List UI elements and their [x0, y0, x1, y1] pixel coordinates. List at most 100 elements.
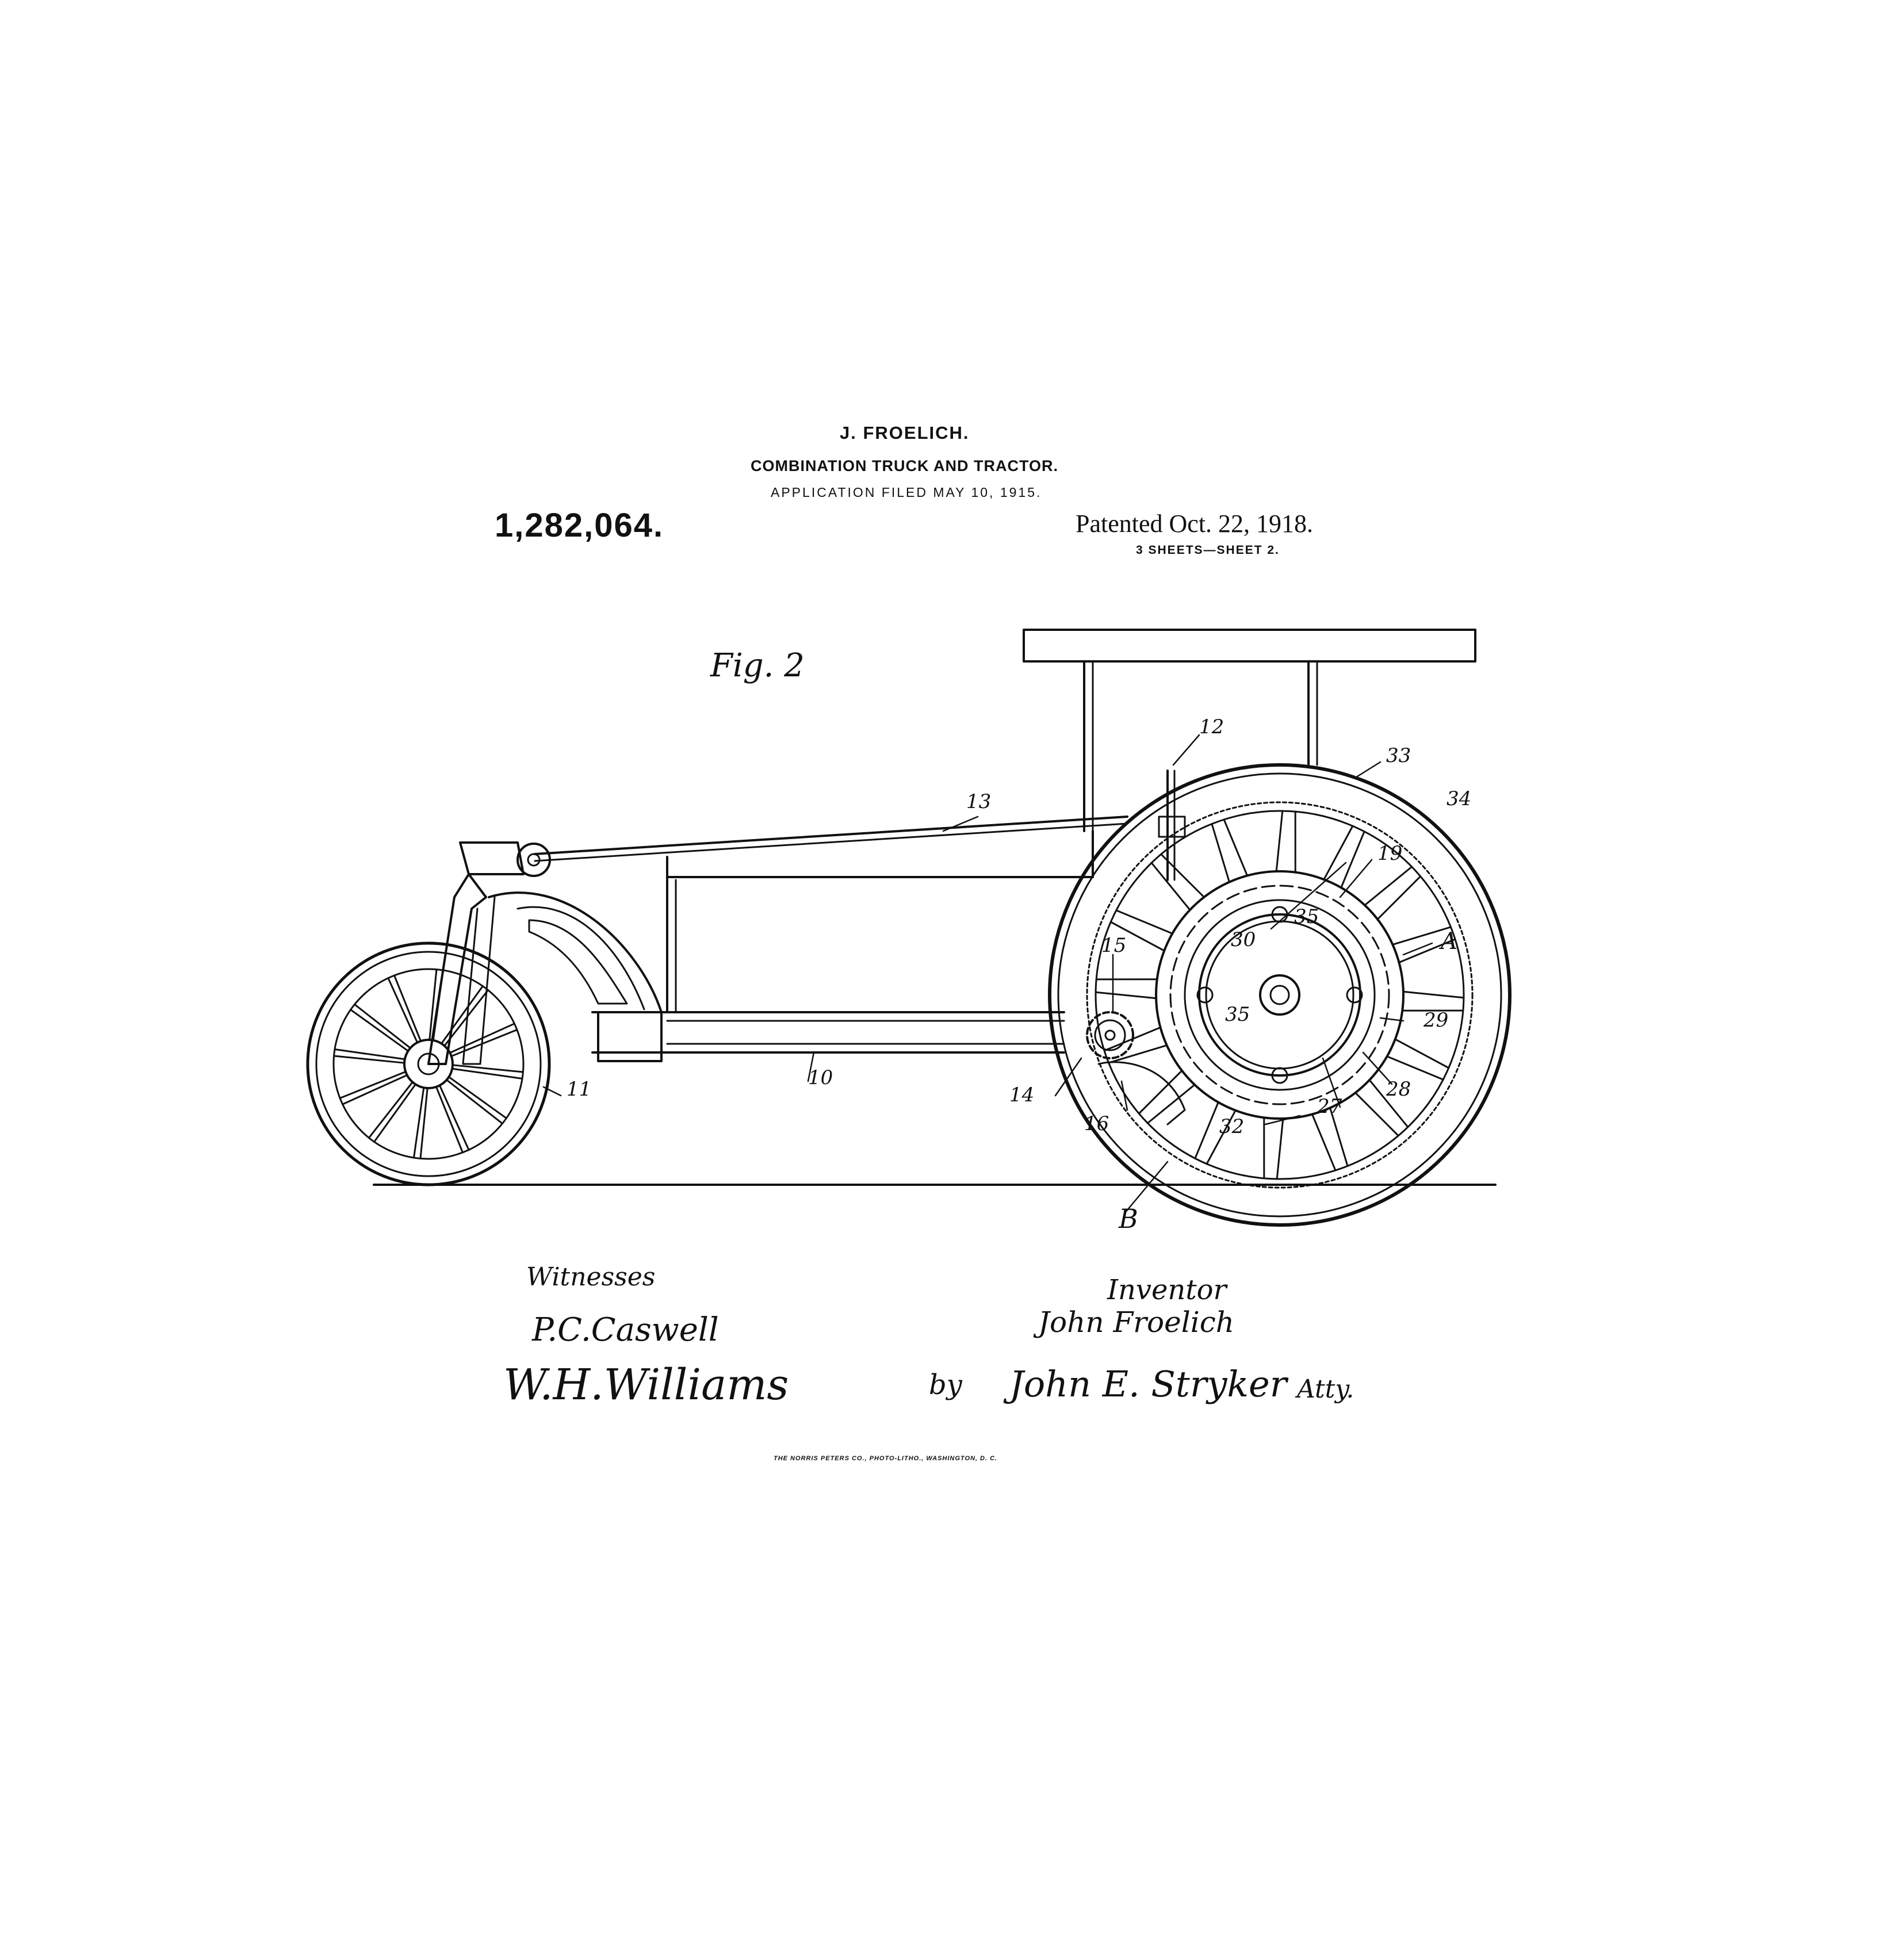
canopy-roof — [1023, 629, 1476, 663]
rear-wheel-spoke — [1402, 990, 1465, 999]
front-wheel-spoke — [334, 1048, 406, 1061]
front-fender-panel — [528, 919, 628, 1005]
ref-27: 27 — [1317, 1095, 1342, 1118]
rear-wheel-spoke — [1386, 1055, 1444, 1081]
rear-wheel-spoke — [1364, 866, 1413, 906]
ref-29: 29 — [1423, 1009, 1448, 1032]
front-wheel-spoke — [438, 1084, 470, 1151]
steering-rod-lower — [534, 822, 1128, 862]
front-fender-inner — [516, 906, 645, 1010]
rear-wheel-spoke — [1394, 1038, 1450, 1069]
ref-28: 28 — [1386, 1078, 1411, 1101]
by-label: by — [929, 1369, 962, 1401]
rear-wheel-spoke — [1150, 862, 1191, 911]
rear-wheel-spoke — [1340, 830, 1365, 889]
front-wheel-spoke — [373, 1083, 416, 1143]
ref-12: 12 — [1199, 715, 1224, 738]
steering-pivot — [516, 843, 551, 877]
ref-35-upper: 35 — [1294, 905, 1319, 928]
ref-19: 19 — [1377, 842, 1402, 865]
ref-A: A — [1438, 928, 1457, 955]
ref-35-lower: 35 — [1225, 1003, 1250, 1026]
ref-34: 34 — [1447, 787, 1471, 810]
leader-lines — [542, 734, 1433, 1215]
attorney-signature: John E. Stryker — [1009, 1363, 1287, 1405]
rear-wheel-spoke — [1376, 875, 1422, 920]
patented-date: Patented Oct. 22, 1918. — [1076, 510, 1314, 538]
front-wheel-spoke — [342, 1074, 408, 1105]
figure-label: Fig. 2 — [710, 647, 805, 684]
ref-30: 30 — [1231, 928, 1256, 951]
witness-signature-2: W.H.Williams — [503, 1360, 789, 1410]
rear-wheel-spoke — [1311, 1113, 1337, 1172]
body-top — [666, 830, 1094, 878]
front-wheel-spoke — [339, 1070, 407, 1099]
witness-signature-1: P.C.Caswell — [532, 1311, 719, 1349]
front-wheel-spoke — [387, 977, 419, 1044]
ref-B: B — [1118, 1203, 1138, 1234]
front-wheel-spoke — [443, 989, 489, 1047]
ref-10: 10 — [808, 1066, 833, 1089]
atty-label: Atty. — [1297, 1375, 1354, 1404]
sheets-count: 3 SHEETS—SHEET 2. — [1136, 543, 1280, 557]
inventor-signature: John Froelich — [1038, 1306, 1234, 1339]
front-wheel-spoke — [451, 1064, 524, 1073]
front-wheel-spoke — [435, 1086, 464, 1154]
patent-number: 1,282,064. — [495, 507, 664, 544]
rear-wheel-spoke — [1146, 1084, 1196, 1124]
rear-wheel-spoke — [1223, 818, 1249, 877]
rear-wheel-spoke — [1194, 1101, 1219, 1159]
front-wheel-spoke — [393, 974, 422, 1042]
patent-title: COMBINATION TRUCK AND TRACTOR. — [751, 457, 1058, 474]
ref-11: 11 — [567, 1078, 591, 1101]
front-wheel-spoke — [446, 1079, 503, 1125]
rear-wheel-spoke — [1095, 991, 1157, 1000]
steering-head — [459, 841, 525, 875]
front-wheel-spoke — [354, 1003, 411, 1049]
witnesses-label: Witnesses — [526, 1262, 656, 1292]
ref-33: 33 — [1386, 744, 1411, 767]
front-fender — [488, 891, 663, 1062]
front-wheel-spoke — [368, 1081, 414, 1139]
printer-credit: THE NORRIS PETERS CO., PHOTO-LITHO., WAS… — [774, 1455, 998, 1462]
front-wheel — [306, 941, 551, 1186]
drive-pinion — [1086, 1011, 1134, 1059]
rear-wheel-spoke — [1138, 1070, 1183, 1115]
front-wheel-spoke — [333, 1055, 405, 1064]
application-filed: APPLICATION FILED MAY 10, 1915. — [771, 485, 1042, 500]
front-fork-left — [427, 873, 487, 1065]
front-wheel-spoke — [432, 969, 444, 1042]
rear-wheel-spoke — [1109, 921, 1165, 952]
rear-wheel-spoke — [1368, 1079, 1409, 1128]
rear-wheel-spoke — [1391, 926, 1452, 945]
rear-wheel — [1048, 763, 1511, 1227]
rear-wheel-spoke — [1108, 1044, 1168, 1064]
rear-wheel-spoke — [1329, 1107, 1349, 1167]
rear-wheel-spoke — [1211, 823, 1230, 883]
front-wheel-spoke — [450, 1029, 518, 1058]
ref-32: 32 — [1219, 1115, 1244, 1138]
rear-wheel-spoke — [1275, 810, 1284, 872]
front-wheel-spoke — [447, 1076, 507, 1119]
ref-16: 16 — [1084, 1112, 1109, 1135]
rear-wheel-spoke — [1323, 825, 1354, 881]
front-wheel-spoke — [428, 968, 438, 1041]
inventor-label: Inventor — [1107, 1274, 1227, 1306]
front-wheel-spoke — [413, 1086, 425, 1159]
ref-14: 14 — [1009, 1084, 1034, 1107]
gear-housing — [1097, 1061, 1186, 1126]
ref-13: 13 — [966, 790, 991, 813]
steering-rod — [534, 816, 1128, 855]
front-wheel-spoke — [451, 1067, 523, 1079]
rear-wheel-spoke — [1354, 1092, 1399, 1137]
rear-wheel-spoke — [1206, 1109, 1237, 1165]
rear-wheel-spoke — [1276, 1117, 1284, 1180]
front-wheel-spoke — [441, 985, 484, 1045]
front-fork-right — [462, 896, 496, 1065]
ref-15: 15 — [1101, 934, 1126, 957]
front-wheel-spoke — [419, 1087, 428, 1159]
inventor-name: J. FROELICH. — [840, 423, 970, 443]
rear-wheel-spoke — [1398, 938, 1456, 964]
